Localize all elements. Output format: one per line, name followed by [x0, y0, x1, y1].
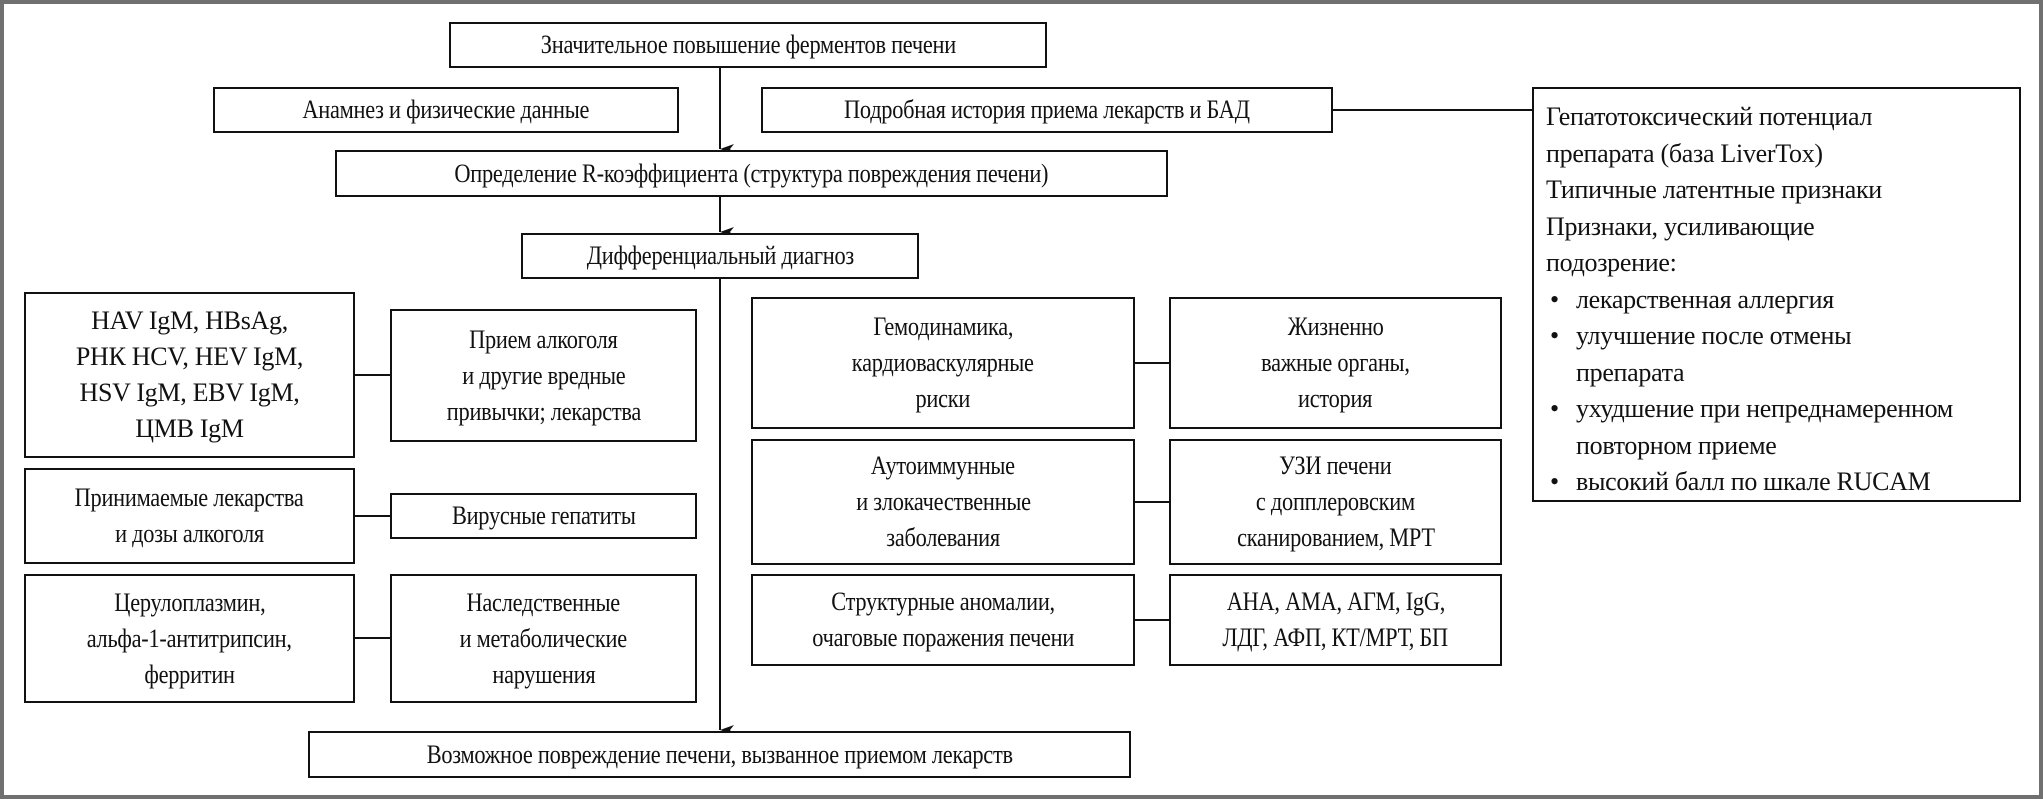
box-line: Наследственные — [466, 587, 621, 617]
box-line: РНК HCV, HEV IgM, — [75, 342, 304, 371]
bullet-text: улучшение после отмены — [1576, 321, 1852, 350]
box-line: Вирусные гепатиты — [451, 501, 636, 530]
right-test-box-1: Жизненно важные органы, история — [1169, 297, 1502, 429]
box-line: заболевания — [886, 523, 1000, 552]
bullet-icon: • — [1550, 284, 1559, 314]
box-line: HAV IgM, HBsAg, — [91, 306, 288, 335]
bullet-icon: • — [1550, 394, 1559, 423]
panel-line: Типичные латентные признаки — [1546, 175, 1882, 204]
start-node: Значительное повышение ферментов печени — [449, 22, 1047, 68]
differential-node: Дифференциальный диагноз — [521, 233, 919, 279]
bullet-text: ухудшение при непреднамеренном — [1576, 394, 1953, 423]
panel-line: подозрение: — [1546, 248, 1677, 277]
bullet-text: повторном приеме — [1576, 430, 1777, 460]
drug-history-label: Подробная история приема лекарств и БАД — [844, 95, 1250, 124]
box-line: и другие вредные — [461, 360, 626, 390]
panel-line: препарата (база LiverTox) — [1546, 138, 1823, 168]
box-line: Гемодинамика, — [873, 312, 1013, 341]
drug-history-node: Подробная история приема лекарств и БАД — [761, 87, 1333, 133]
box-line: АНА, АМА, АГМ, IgG, — [1226, 587, 1445, 616]
start-label: Значительное повышение ферментов печени — [540, 30, 956, 59]
left-test-box-3: Церулоплазмин, альфа-1-антитрипсин, ферр… — [24, 574, 355, 703]
box-line: и метаболические — [459, 623, 628, 653]
panel-bullet-item: • ухудшение при непреднамеренном повторн… — [1546, 391, 1953, 464]
box-line: Аутоиммунные — [870, 451, 1016, 480]
right-cause-box-1: Гемодинамика, кардиоваскулярные риски — [751, 297, 1135, 429]
box-line: Жизненно — [1287, 312, 1384, 341]
bullet-text: препарата — [1576, 357, 1685, 387]
bullet-text: высокий балл по шкале RUCAM — [1576, 467, 1931, 496]
anamnesis-label: Анамнез и физические данные — [302, 95, 590, 124]
right-cause-box-2: Аутоиммунные и злокачественные заболеван… — [751, 439, 1135, 565]
box-line: риски — [915, 384, 971, 413]
left-cause-box-3: Наследственные и метаболические нарушени… — [390, 574, 697, 703]
bullet-icon: • — [1550, 467, 1559, 496]
box-line: с допплеровским — [1256, 487, 1415, 516]
panel-bullet-item: • высокий балл по шкале RUCAM — [1546, 464, 1931, 501]
right-cause-box-3: Структурные аномалии, очаговые поражения… — [751, 574, 1135, 666]
box-line: история — [1298, 384, 1373, 413]
box-line: нарушения — [491, 659, 595, 689]
left-cause-box-2: Вирусные гепатиты — [390, 493, 697, 539]
box-line: Структурные аномалии, — [831, 587, 1055, 616]
box-line: Принимаемые лекарства — [75, 483, 304, 512]
box-line: кардиоваскулярные — [852, 348, 1034, 377]
right-test-box-3: АНА, АМА, АГМ, IgG, ЛДГ, АФП, КТ/МРТ, БП — [1169, 574, 1502, 666]
box-line: очаговые поражения печени — [812, 623, 1074, 652]
box-line: HSV IgM, EBV IgM, — [79, 378, 300, 407]
result-node: Возможное повреждение печени, вызванное … — [308, 731, 1131, 778]
bullet-icon: • — [1550, 321, 1559, 350]
panel-bullet-item: • улучшение после отмены препарата — [1546, 318, 1852, 391]
panel-line: Признаки, усиливающие — [1546, 211, 1815, 241]
bullet-text: лекарственная аллергия — [1576, 284, 1834, 314]
box-line: ферритин — [144, 659, 235, 689]
panel-bullet-item: • лекарственная аллергия — [1546, 282, 1834, 319]
anamnesis-node: Анамнез и физические данные — [213, 87, 679, 133]
box-line: Церулоплазмин, — [113, 587, 266, 617]
box-line: и злокачественные — [855, 487, 1031, 516]
box-line: сканированием, МРТ — [1236, 523, 1435, 552]
differential-label: Дифференциальный диагноз — [586, 241, 854, 270]
box-line: важные органы, — [1261, 348, 1410, 377]
r-ratio-node: Определение R-коэффициента (структура по… — [335, 150, 1168, 197]
result-label: Возможное повреждение печени, вызванное … — [426, 739, 1013, 769]
left-test-box-1: HAV IgM, HBsAg, РНК HCV, HEV IgM, HSV Ig… — [24, 292, 355, 458]
box-line: ЛДГ, АФП, КТ/МРТ, БП — [1222, 623, 1449, 652]
box-line: ЦМВ IgM — [135, 414, 244, 443]
box-line: привычки; лекарства — [446, 396, 641, 426]
r-ratio-label: Определение R-коэффициента (структура по… — [454, 158, 1049, 188]
box-line: и дозы алкоголя — [115, 519, 264, 548]
box-line: альфа-1-антитрипсин, — [86, 623, 293, 653]
box-line: Прием алкоголя — [469, 324, 618, 354]
panel-line: Гепатотоксический потенциал — [1546, 102, 1873, 131]
right-test-box-2: УЗИ печени с допплеровским сканированием… — [1169, 439, 1502, 565]
left-test-box-2: Принимаемые лекарства и дозы алкоголя — [24, 468, 355, 564]
hepatotoxicity-panel: Гепатотоксический потенциал препарата (б… — [1532, 87, 2021, 502]
box-line: УЗИ печени — [1279, 451, 1392, 480]
left-cause-box-1: Прием алкоголя и другие вредные привычки… — [390, 309, 697, 442]
